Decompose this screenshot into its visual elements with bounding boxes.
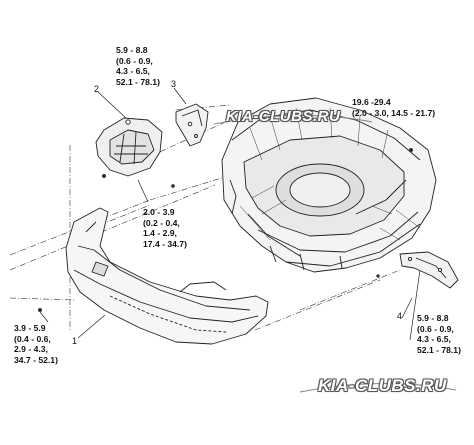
leader-lines [39, 87, 421, 341]
torque-spec-cover-screw: 3.9 - 5.9 (0.4 - 0.6, 2.9 - 4.3, 34.7 - … [14, 323, 58, 365]
torque-line: 34.7 - 52.1) [14, 354, 58, 365]
torque-line: 5.9 - 8.8 [417, 313, 449, 323]
reference-lines [9, 104, 413, 331]
torque-line: (0.6 - 0.9, [116, 55, 153, 66]
torque-line: (0.4 - 0.6, [14, 333, 51, 344]
torque-line: 19.6 -29.4 [352, 97, 391, 107]
torque-line: 3.9 - 5.9 [14, 323, 46, 333]
torque-line: (2.0 - 3.0, 14.5 - 21.7) [352, 107, 436, 118]
torque-line: 1.4 - 2.9, [143, 228, 177, 239]
torque-line: 5.9 - 8.8 [116, 45, 148, 55]
torque-line: 17.4 - 34.7) [143, 238, 187, 249]
torque-spec-bracket-top: 5.9 - 8.8 (0.6 - 0.9, 4.3 - 6.5, 52.1 - … [116, 45, 160, 87]
rear-bumper-energy-absorber [95, 117, 163, 177]
torque-spec-side-bracket: 5.9 - 8.8 (0.6 - 0.9, 4.3 - 6.5, 52.1 - … [417, 313, 461, 355]
watermark-top: KIA-CLUBS.RU [226, 108, 341, 125]
rear-bumper-cover [65, 207, 269, 345]
callout-4: 4 [397, 311, 403, 321]
torque-line: 4.3 - 6.5, [116, 66, 150, 77]
watermark-bottom: KIA-CLUBS.RU [318, 376, 447, 395]
torque-line: 4.3 - 6.5, [417, 334, 451, 345]
torque-line: 52.1 - 78.1) [116, 76, 160, 87]
torque-line: (0.2 - 0.4, [143, 217, 180, 228]
torque-line: 52.1 - 78.1) [417, 344, 461, 355]
floor-ribs [239, 107, 421, 241]
callout-1: 1 [72, 336, 78, 346]
rear-bumper-upper-bracket [175, 103, 209, 147]
torque-line: 2.0 - 3.9 [143, 207, 175, 217]
watermark-swoosh [213, 114, 457, 393]
callout-3: 3 [171, 79, 177, 89]
fastener-markers [37, 147, 414, 313]
rear-floor-panel [221, 97, 437, 273]
torque-line: 2.9 - 4.3, [14, 344, 48, 355]
callout-2: 2 [94, 84, 100, 94]
rear-bumper-side-bracket-right [399, 251, 459, 289]
torque-spec-floor-bolt: 19.6 -29.4 (2.0 - 3.0, 14.5 - 21.7) [352, 97, 435, 118]
torque-spec-absorber: 2.0 - 3.9 (0.2 - 0.4, 1.4 - 2.9, 17.4 - … [143, 207, 187, 249]
torque-line: (0.6 - 0.9, [417, 323, 454, 334]
